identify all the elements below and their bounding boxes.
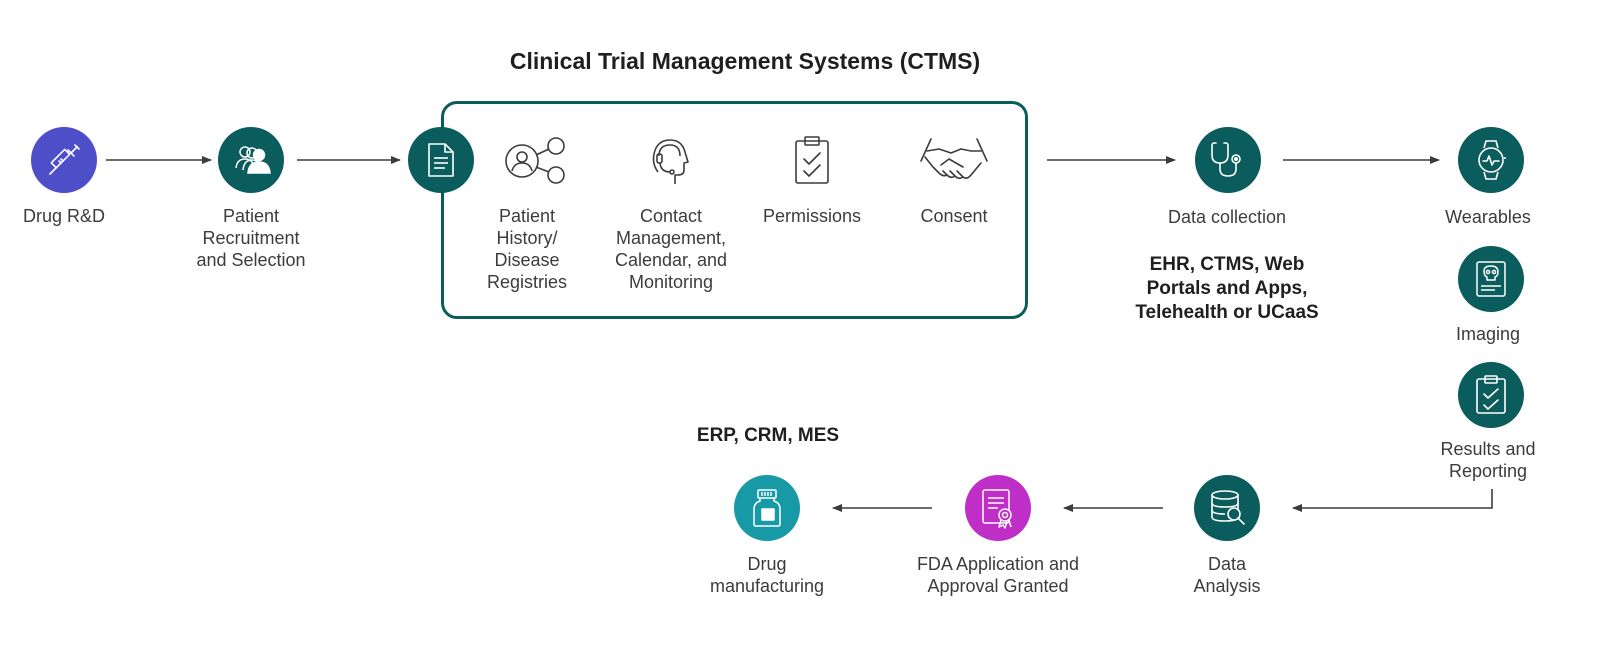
drug-rd-label: Drug R&D (22, 206, 106, 226)
fda-approval-node (965, 475, 1031, 541)
patient-recruitment-label: Patient Recruitment and Selection (196, 206, 306, 270)
xray-icon (1476, 261, 1506, 297)
drug-rd-node (31, 127, 97, 193)
wearables-label: Wearables (1445, 207, 1531, 227)
manufacturing-systems: ERP, CRM, MES (696, 425, 840, 446)
data-collection-systems: EHR, CTMS, Web Portals and Apps, Telehea… (1135, 254, 1319, 323)
data-analysis-label: Data Analysis (1193, 554, 1261, 596)
patient-history-node (502, 136, 570, 193)
arrow-reporting-to-analysis (1292, 489, 1493, 512)
patients-icon (235, 146, 271, 174)
drug-manufacturing-node (734, 475, 800, 541)
consent-node (919, 135, 989, 194)
drug-manufacturing-label: Drug manufacturing (709, 554, 825, 596)
patient-history-label: Patient History/ Disease Registries (486, 206, 568, 292)
permissions-label: Permissions (762, 206, 862, 226)
fda-approval-label: FDA Application and Approval Granted (916, 554, 1080, 596)
contact-management-label: Contact Management, Calendar, and Monito… (614, 206, 728, 292)
ctms-group-box (441, 101, 1028, 319)
imaging-label: Imaging (1455, 324, 1521, 344)
handshake-icon (920, 138, 988, 180)
database-search-icon (1211, 490, 1245, 525)
document-icon (428, 143, 454, 177)
results-reporting-label: Results and Reporting (1440, 439, 1536, 481)
data-collection-node (1195, 127, 1261, 193)
certificate-icon (982, 489, 1012, 529)
stethoscope-icon (1211, 142, 1241, 177)
contact-management-node (648, 134, 692, 193)
network-person-icon (505, 137, 565, 184)
data-analysis-node (1194, 475, 1260, 541)
medicine-bottle-icon (753, 489, 781, 527)
ctms-document-node (408, 127, 474, 193)
report-clipboard-icon (1476, 375, 1506, 414)
patient-recruitment-node (218, 127, 284, 193)
results-reporting-node (1458, 362, 1524, 428)
imaging-node (1458, 246, 1524, 312)
syringe-icon (49, 144, 80, 175)
data-collection-label: Data collection (1167, 207, 1287, 227)
clipboard-check-icon (795, 136, 829, 184)
permissions-node (792, 135, 832, 192)
smartwatch-icon (1478, 140, 1506, 180)
consent-label: Consent (920, 206, 988, 226)
wearables-node (1458, 127, 1524, 193)
ctms-title: Clinical Trial Management Systems (CTMS) (509, 48, 981, 74)
headset-icon (652, 139, 689, 184)
